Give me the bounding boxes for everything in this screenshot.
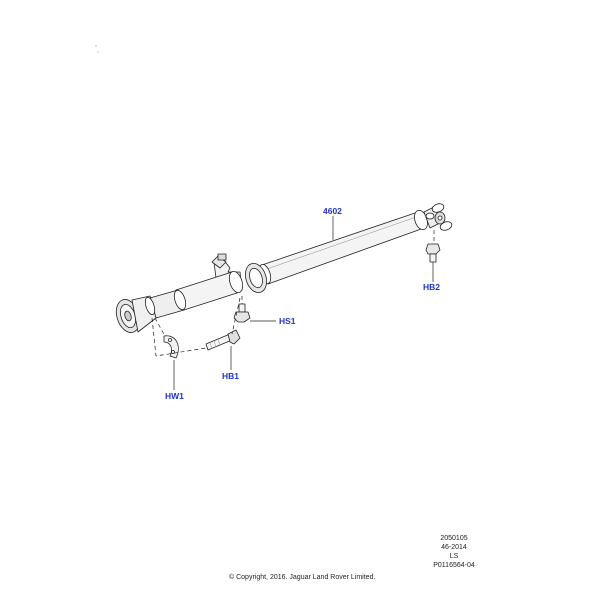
installation-guide-lines xyxy=(151,230,435,357)
bearing-bolt xyxy=(233,303,251,323)
reference-illustration-id: P0116564-04 xyxy=(433,562,475,569)
reference-model: LS xyxy=(449,553,459,560)
propshaft-rear-tube xyxy=(258,211,425,285)
callout-hb2: HB2 xyxy=(423,282,441,292)
corner-marks xyxy=(95,45,99,53)
callout-hb1: HB1 xyxy=(222,371,240,381)
rear-universal-joint xyxy=(414,203,453,231)
propshaft-front-tube xyxy=(149,270,244,319)
reference-date: 46-2014 xyxy=(441,544,467,551)
front-coupling-bolt xyxy=(205,329,241,351)
copyright-notice: © Copyright, 2016. Jaguar Land Rover Lim… xyxy=(229,574,376,581)
callout-4602: 4602 xyxy=(323,206,342,216)
callout-hw1: HW1 xyxy=(165,391,184,401)
heat-shield-bracket xyxy=(163,335,179,359)
reference-block: 2050105 46-2014 LS P0116564-04 xyxy=(416,534,492,570)
rear-flange-bolt xyxy=(425,243,441,263)
reference-number: 2050105 xyxy=(440,535,468,542)
callout-hs1: HS1 xyxy=(279,316,296,326)
front-coupling xyxy=(115,295,157,333)
